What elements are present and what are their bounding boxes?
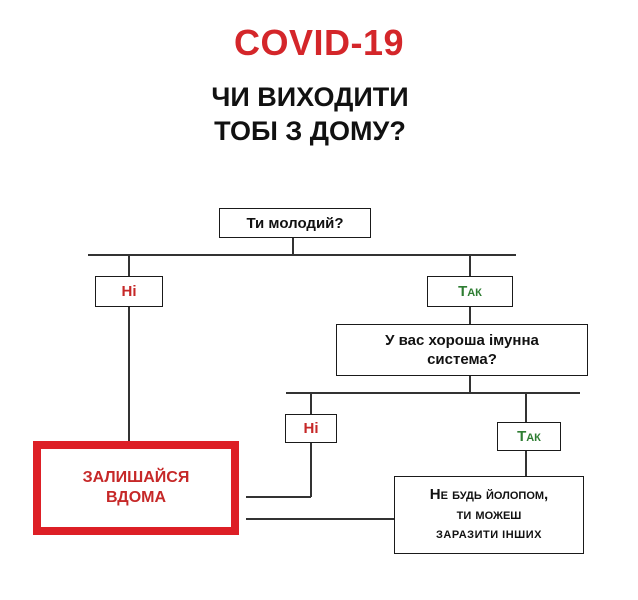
connector-yes1-up [469,254,471,276]
question-young-box: Ти молодий? [219,208,371,238]
connector-no2-down [310,443,312,497]
stay-home-box: ЗАЛИШАЙСЯ ВДОМА [33,441,239,535]
connector-q1-down [292,238,294,254]
answer-yes-1-box: Так [427,276,513,307]
final-line-1: Не будь йолопом, [429,486,549,503]
connector-q1-branch [88,254,516,256]
connector-no2-to-stay [246,496,311,498]
answer-no-1-box: Ні [95,276,163,307]
answer-yes-2-label: Так [517,428,541,445]
question-immune-label: У вас хороша імунна система? [385,332,539,368]
answer-yes-2-box: Так [497,422,561,451]
dont-be-fool-box: Не будь йолопом, ти можеш ЗАРАЗИТИ ІНШИХ [394,476,584,554]
page-title: COVID-19 [233,22,405,63]
connector-yes2-down [525,451,527,476]
answer-no-2-box: Ні [285,414,337,443]
final-line-2: ти можеш [456,506,522,523]
subtitle-line-2: ТОБІ З ДОМУ? [214,116,406,146]
question-young-label: Ти молодий? [246,214,344,232]
connector-no2-up [310,392,312,414]
connector-q2-branch [286,392,580,394]
connector-yes2-up [525,392,527,422]
answer-yes-1-label: Так [458,283,482,300]
answer-no-1-label: Ні [121,283,137,300]
connector-yes1-down [469,307,471,324]
answer-no-2-label: Ні [303,420,319,437]
subtitle-line-1: ЧИ ВИХОДИТИ [211,82,409,112]
connector-q2-down [469,376,471,392]
connector-stay-to-final [246,518,394,520]
final-line-3: ЗАРАЗИТИ ІНШИХ [436,529,542,541]
connector-no1-down [128,307,130,441]
connector-no1-up [128,254,130,276]
stay-home-line-1: ЗАЛИШАЙСЯ [82,469,190,486]
question-immune-box: У вас хороша імунна система? [336,324,588,376]
stay-home-line-2: ВДОМА [105,489,167,506]
